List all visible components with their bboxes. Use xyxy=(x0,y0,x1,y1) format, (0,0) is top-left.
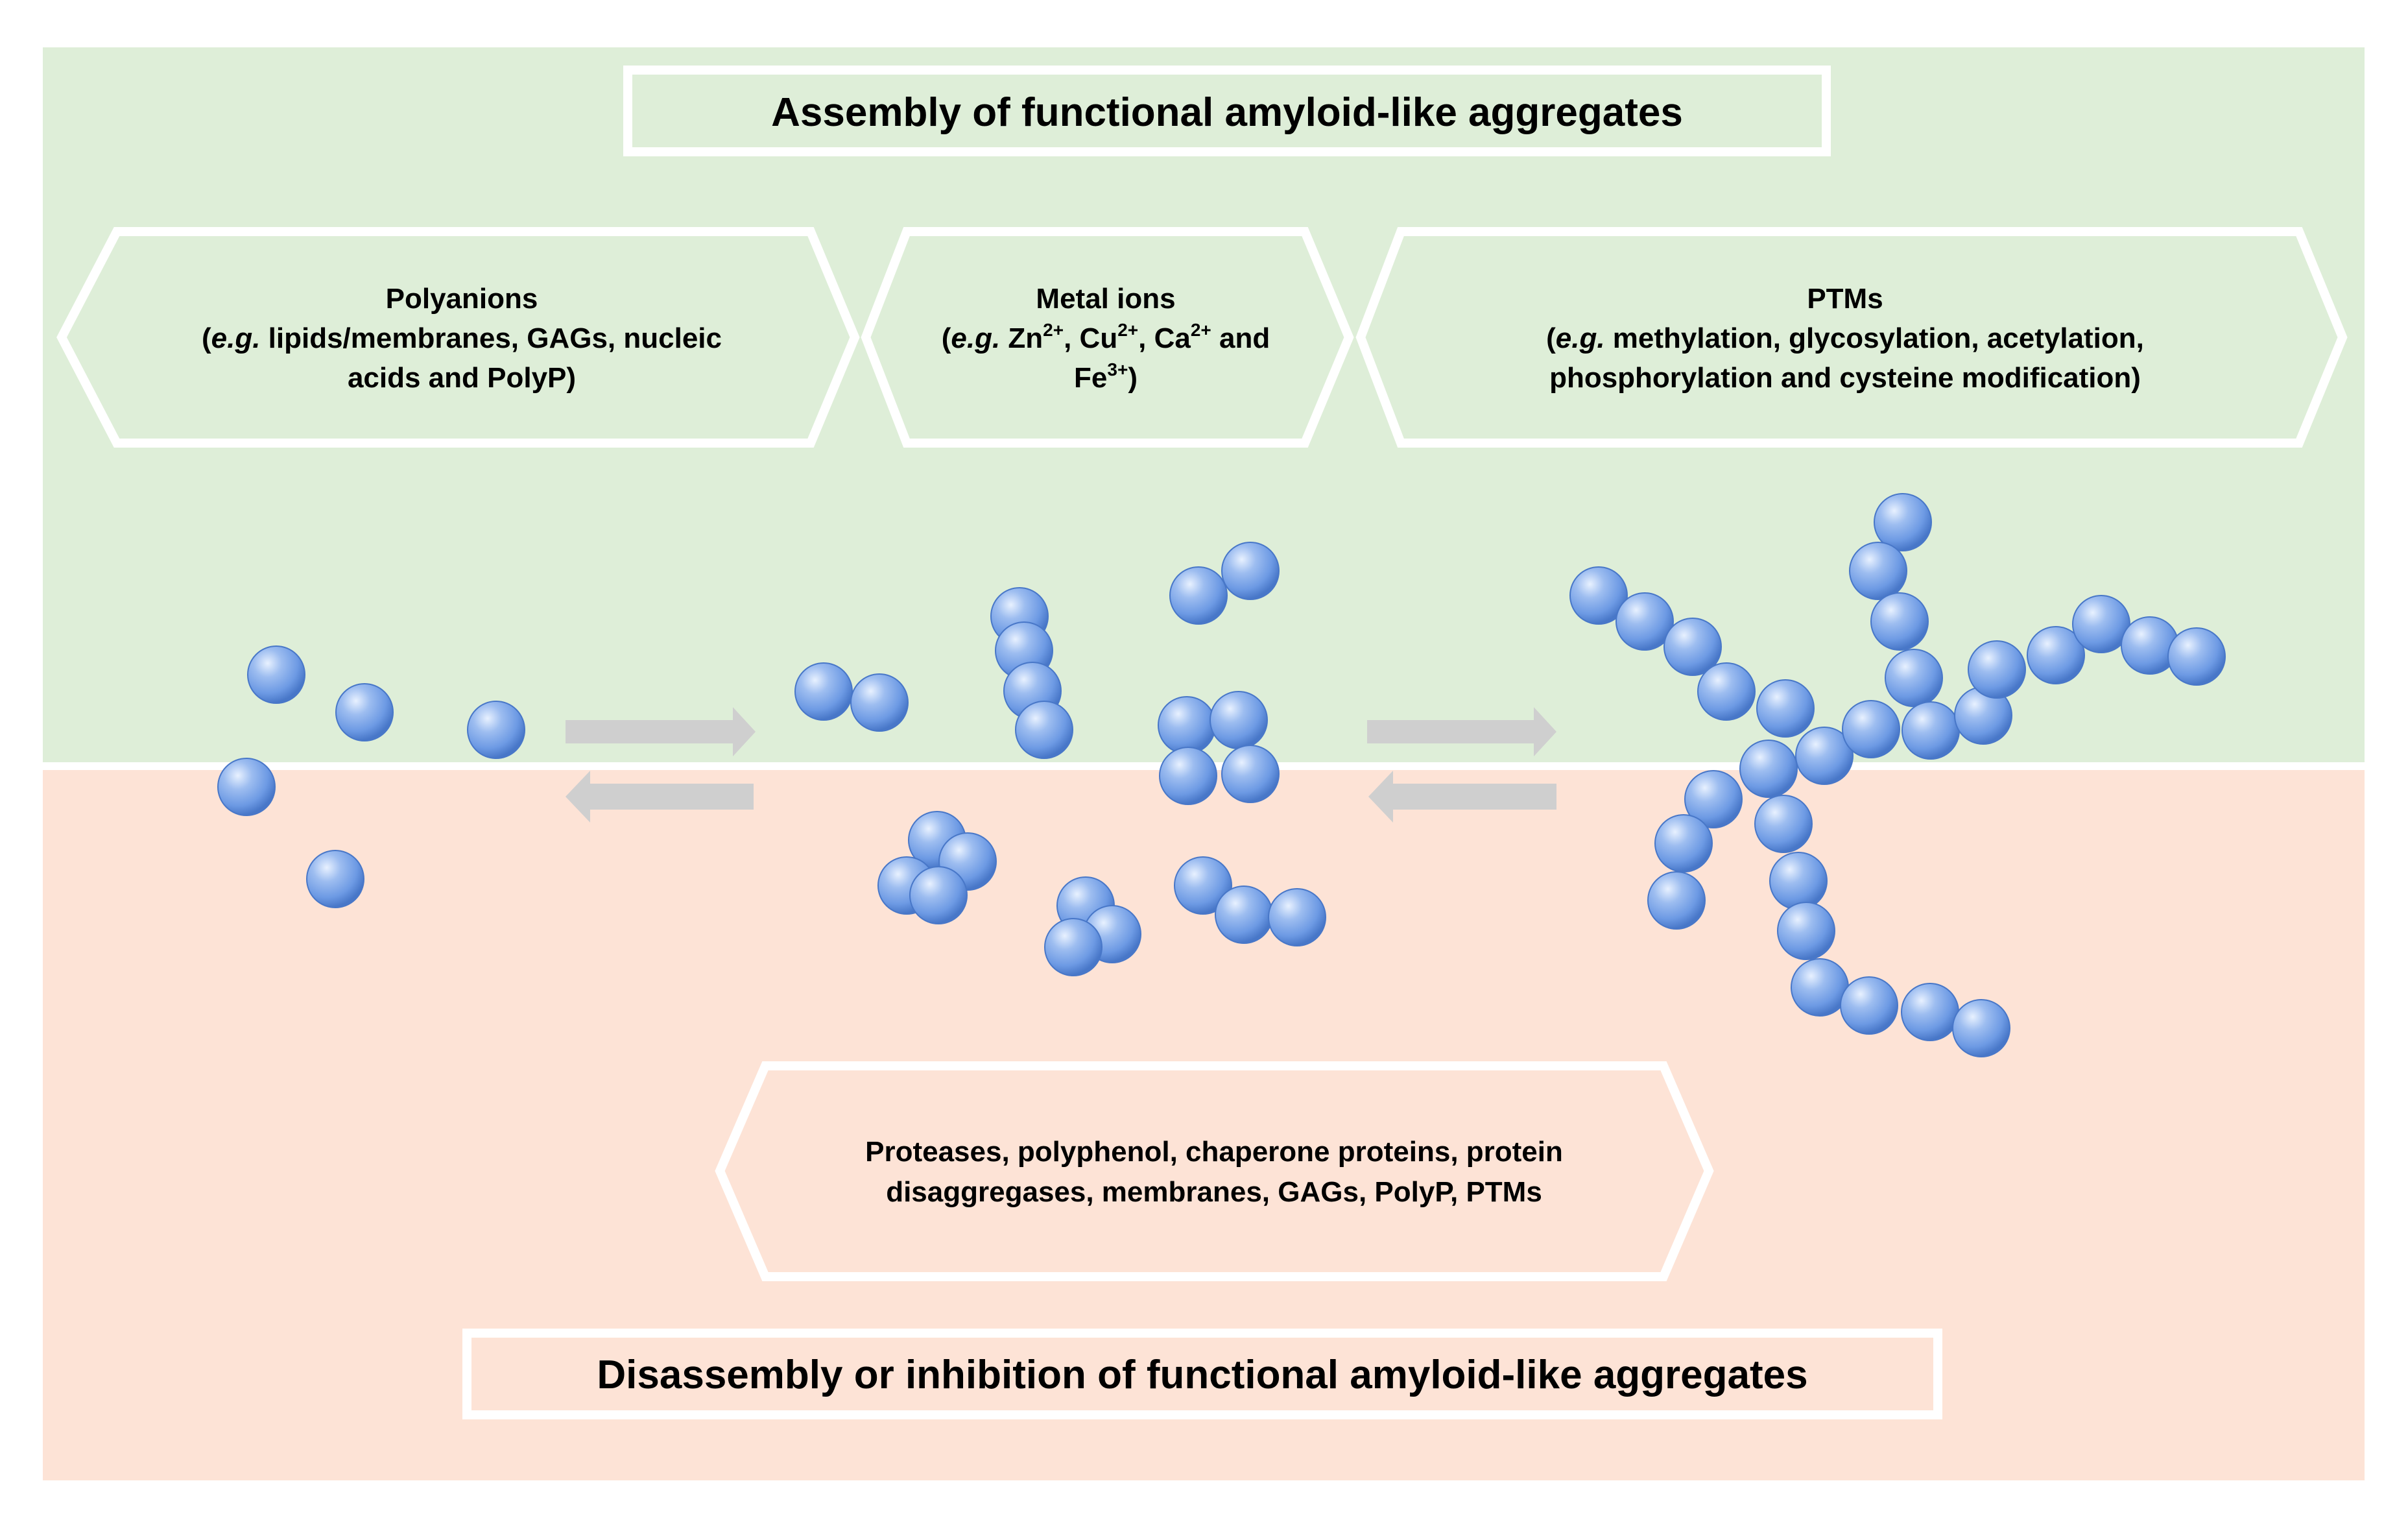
fibril-bead-icon xyxy=(1885,649,1943,707)
monomer-bead-icon xyxy=(306,850,364,908)
fibril-bead-icon xyxy=(1840,976,1898,1035)
ptms-heading: PTMs xyxy=(1807,283,1883,315)
metal-ions-heading: Metal ions xyxy=(1036,283,1175,315)
fibril-bead-icon xyxy=(1663,618,1722,676)
oligomer-bead-icon xyxy=(1174,856,1232,915)
oligomer-bead-icon xyxy=(909,866,968,924)
fibril-bead-icon xyxy=(1697,662,1756,721)
fibril-bead-icon xyxy=(1615,592,1674,651)
inhibitors-hexagon: Proteases, polyphenol, chaperone protein… xyxy=(715,1061,1714,1281)
fibril-bead-icon xyxy=(1874,493,1932,551)
fibril-beads xyxy=(1569,493,2226,1057)
ptms-examples-line1: (e.g. methylation, glycosylation, acetyl… xyxy=(1546,322,2144,354)
fibril-bead-icon xyxy=(1756,679,1815,738)
oligomer-bead-icon xyxy=(1221,542,1280,600)
fibril-bead-icon xyxy=(1791,958,1849,1017)
monomer-bead-icon xyxy=(467,701,525,759)
fibril-bead-icon xyxy=(1968,640,2026,699)
fibril-bead-icon xyxy=(1754,795,1813,853)
oligomer-bead-icon xyxy=(1215,886,1273,944)
metal-ions-examples-line1: (e.g. Zn2+, Cu2+, Ca2+ and xyxy=(942,320,1270,354)
fibril-bead-icon xyxy=(1739,740,1798,798)
oligomer-fibril-equilibrium xyxy=(1367,707,1556,823)
fibril-bead-icon xyxy=(1569,566,1628,625)
disassembly-title: Disassembly or inhibition of functional … xyxy=(597,1353,1807,1397)
fibril-bead-icon xyxy=(1901,701,1960,760)
polyanions-heading: Polyanions xyxy=(386,283,538,315)
oligomer-bead-icon xyxy=(1169,566,1228,625)
metal-ions-examples-line2: Fe3+) xyxy=(1074,359,1138,394)
fibril-bead-icon xyxy=(1684,770,1743,828)
inhibitors-line1: Proteases, polyphenol, chaperone protein… xyxy=(865,1136,1563,1168)
reverse-arrow-icon xyxy=(566,771,754,823)
fibril-bead-icon xyxy=(1952,999,2010,1057)
monomer-bead-icon xyxy=(217,758,276,816)
oligomer-bead-icon xyxy=(1015,701,1073,759)
forward-arrow-icon xyxy=(1367,707,1556,756)
fibril-bead-icon xyxy=(1777,902,1835,960)
fibril-bead-icon xyxy=(1901,983,1959,1041)
oligomer-bead-icon xyxy=(1268,888,1326,946)
metal-ions-hexagon: Metal ions (e.g. Zn2+, Cu2+, Ca2+ and Fe… xyxy=(861,227,1354,448)
disassembly-title-box: Disassembly or inhibition of functional … xyxy=(462,1329,1942,1419)
inhibitors-line2: disaggregases, membranes, GAGs, PolyP, P… xyxy=(886,1176,1542,1208)
fibril-bead-icon xyxy=(1769,852,1828,910)
oligomer-bead-icon xyxy=(794,662,853,721)
reverse-arrow-icon xyxy=(1368,771,1556,823)
monomer-oligomer-equilibrium xyxy=(566,707,756,823)
oligomer-bead-icon xyxy=(1159,747,1217,805)
monomer-beads xyxy=(217,645,525,908)
fibril-bead-icon xyxy=(1795,727,1854,785)
ptms-examples-line2: phosphorylation and cysteine modificatio… xyxy=(1549,362,2141,394)
fibril-bead-icon xyxy=(1654,814,1713,873)
fibril-bead-icon xyxy=(1842,700,1900,758)
oligomer-bead-icon xyxy=(1158,696,1216,754)
fibril-bead-icon xyxy=(2072,595,2130,653)
polyanions-examples-line2: acids and PolyP) xyxy=(348,362,576,394)
oligomer-bead-icon xyxy=(1210,691,1268,749)
forward-arrow-icon xyxy=(566,707,756,756)
fibril-bead-icon xyxy=(1647,871,1706,930)
monomer-bead-icon xyxy=(247,645,305,704)
fibril-bead-icon xyxy=(1849,542,1907,600)
polyanions-hexagon: Polyanions (e.g. lipids/membranes, GAGs,… xyxy=(56,227,860,448)
polyanions-examples-line1: (e.g. lipids/membranes, GAGs, nucleic xyxy=(202,322,722,354)
oligomer-bead-icon xyxy=(1044,918,1103,976)
assembly-title: Assembly of functional amyloid-like aggr… xyxy=(771,90,1683,135)
monomer-bead-icon xyxy=(335,683,394,741)
fibril-bead-icon xyxy=(2167,627,2226,686)
ptms-hexagon: PTMs (e.g. methylation, glycosylation, a… xyxy=(1355,227,2348,448)
oligomer-bead-icon xyxy=(1221,745,1280,803)
assembly-title-box: Assembly of functional amyloid-like aggr… xyxy=(623,66,1831,156)
fibril-bead-icon xyxy=(2027,626,2085,684)
oligomer-bead-icon xyxy=(850,673,909,732)
fibril-bead-icon xyxy=(1870,592,1929,651)
oligomer-beads xyxy=(794,542,1326,976)
